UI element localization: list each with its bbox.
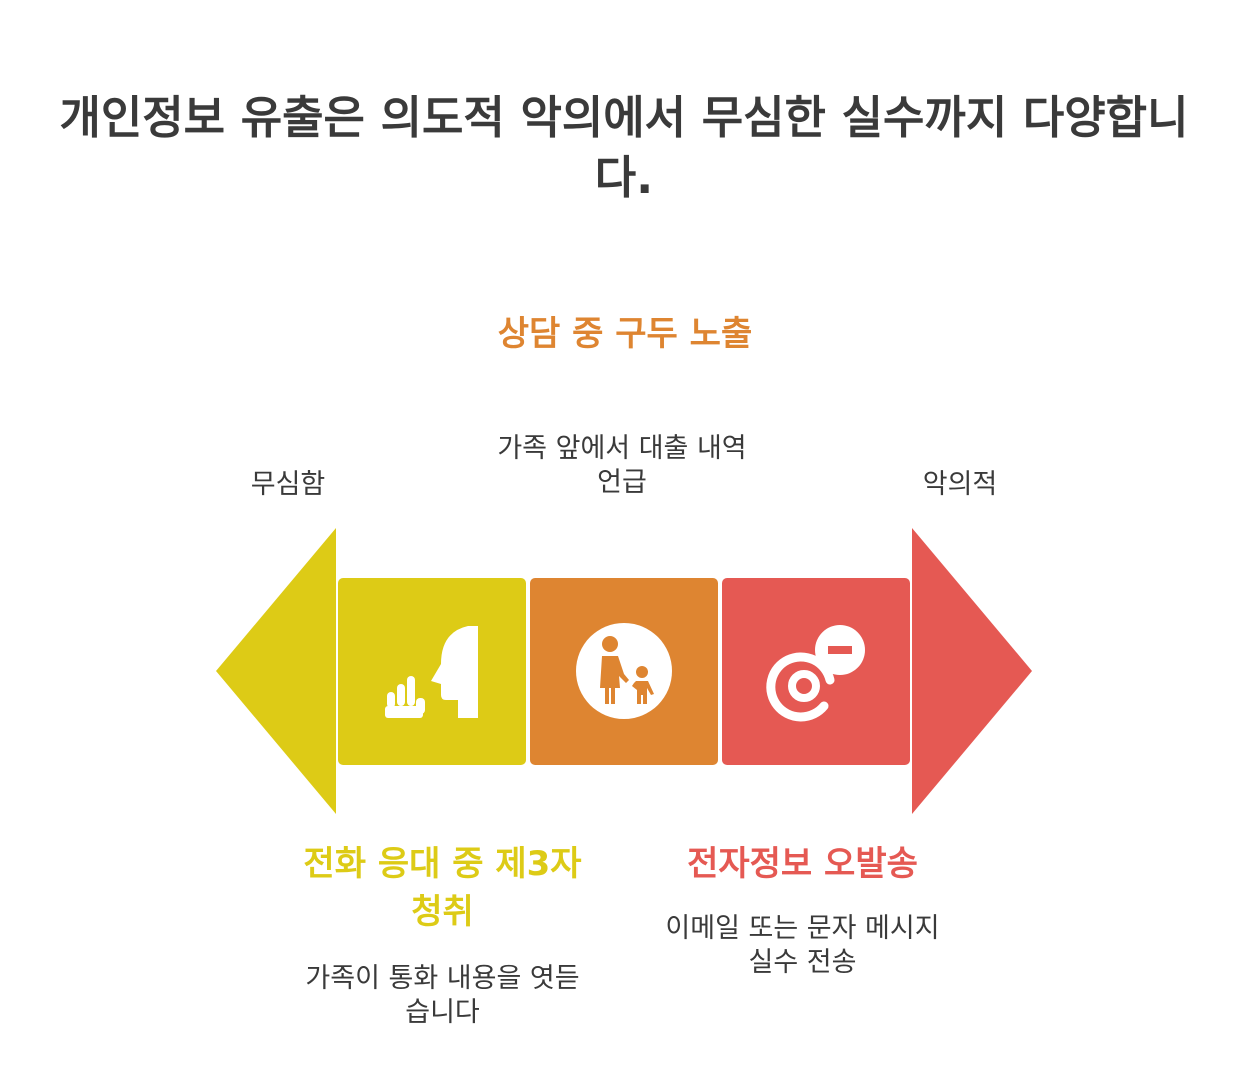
item-1-description: 가족이 통화 내용을 엿듣습니다 — [305, 963, 580, 1028]
scale-right-label: 악의적 — [922, 469, 998, 500]
segment-yellow — [338, 578, 526, 765]
eavesdropping-icon — [385, 626, 478, 718]
left-arrow-head — [216, 528, 336, 814]
item-2-description: 가족 앞에서 대출 내역 언급 — [497, 433, 747, 498]
parent-child-icon — [576, 623, 672, 719]
right-arrow-head — [912, 528, 1032, 814]
item-3-description: 이메일 또는 문자 메시지 실수 전송 — [665, 913, 940, 978]
page-title: 개인정보 유출은 의도적 악의에서 무심한 실수까지 다양합니다. — [59, 91, 1189, 204]
scale-left-label: 무심함 — [250, 469, 326, 500]
segment-red — [722, 578, 910, 765]
item-3-title: 전자정보 오발송 — [687, 844, 918, 884]
email-remove-icon — [766, 625, 865, 722]
item-2-title: 상담 중 구두 노출 — [497, 314, 753, 354]
item-1-title: 전화 응대 중 제3자 청취 — [303, 844, 582, 932]
